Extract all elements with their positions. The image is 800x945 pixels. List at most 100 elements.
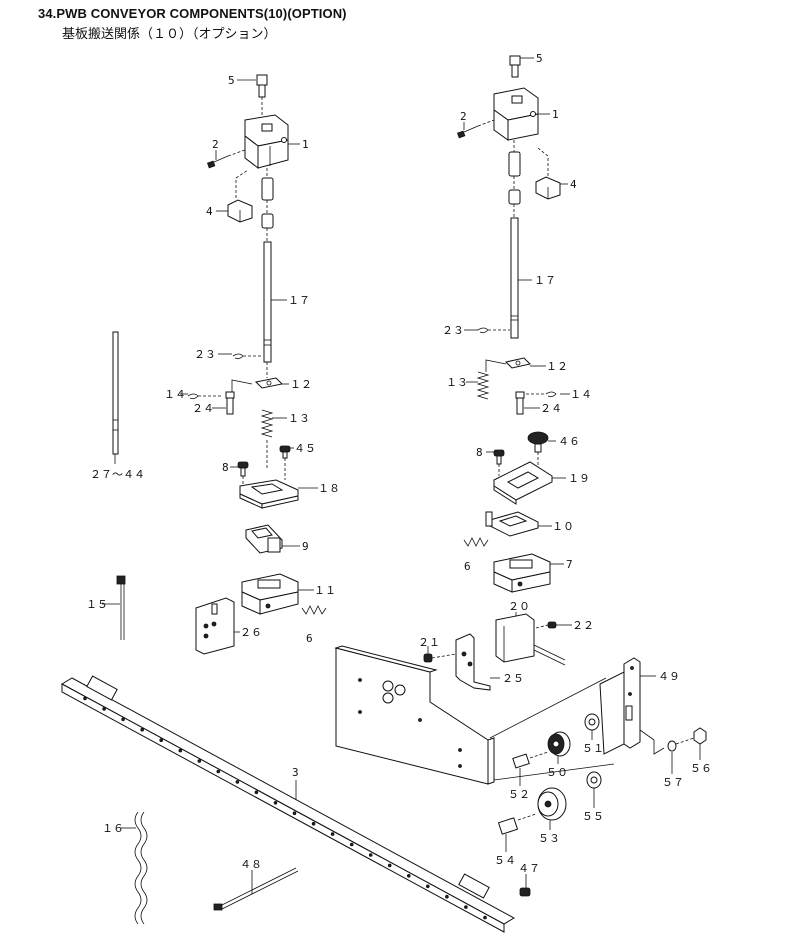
roller-53 [537, 787, 567, 821]
callout-r20: ２０ [508, 600, 530, 613]
rail-hole [387, 863, 392, 868]
left-washer-12 [231, 377, 284, 392]
pulley-50 [547, 731, 571, 757]
frame-leader-line-2 [493, 763, 615, 781]
callout-l15: １５ [86, 598, 108, 611]
callout-r23: ２３ [442, 324, 464, 337]
right-plate-25 [455, 633, 491, 691]
spiral-tube-16 [134, 811, 148, 925]
rail-holes [83, 696, 487, 920]
rail-hole [254, 790, 259, 795]
left-assembly [112, 74, 327, 655]
callout-r50: ５０ [546, 766, 568, 779]
left-bracket-4 [227, 169, 253, 223]
callout-b16: １６ [102, 822, 124, 835]
left-spring-6 [301, 605, 327, 615]
right-block-7 [493, 553, 551, 593]
left-sleeve-upper [261, 177, 274, 201]
rail-hole [83, 696, 87, 701]
right-screw-2 [456, 119, 495, 139]
callout-r25: ２５ [502, 672, 524, 685]
callout-r10: １０ [552, 520, 574, 533]
left-pin-24 [225, 391, 235, 415]
left-screw-8 [237, 461, 249, 490]
left-screw-2 [206, 149, 246, 169]
callout-r14: １４ [570, 388, 592, 401]
right-bracket-4 [535, 147, 561, 200]
callout-l17: １７ [288, 294, 310, 307]
rail-hole [235, 780, 240, 784]
callout-r55: ５５ [582, 810, 604, 823]
callout-r5: 5 [536, 52, 543, 65]
left-shaft-27-44 [112, 331, 119, 455]
rail-hole [330, 832, 335, 836]
rail-hole [425, 884, 430, 889]
left-bolt-5 [256, 74, 268, 118]
rail-hole [483, 915, 487, 920]
callout-r24: ２４ [540, 402, 562, 415]
right-sleeve-lower [508, 189, 521, 205]
bracket-leader [639, 729, 665, 755]
right-block-1 [493, 87, 539, 141]
callout-l9: 9 [302, 540, 309, 553]
left-screw-45 [279, 445, 291, 480]
rail-hole [406, 873, 411, 878]
rail-hole [121, 717, 125, 722]
right-shaft-17 [510, 217, 519, 339]
callout-labels: 5 2 1 4 １７ ２３ １２ １４ ２４ １３ 8 ４５ １８ [86, 52, 712, 894]
cable-tie-48 [213, 867, 299, 911]
rail-hole [292, 811, 297, 815]
right-spring-13 [476, 371, 490, 400]
rail-3 [60, 675, 516, 933]
callout-r8: 8 [476, 446, 483, 459]
callout-l1: 1 [302, 138, 309, 151]
callout-b3: 3 [292, 766, 299, 779]
right-bolt-5 [509, 55, 521, 78]
callout-r4: 4 [570, 178, 577, 191]
rail-hole [311, 821, 316, 826]
right-sleeve-upper [508, 151, 521, 177]
left-bracket-9 [245, 524, 283, 554]
callout-l5: 5 [228, 74, 235, 87]
right-pin-24 [515, 391, 525, 415]
callout-r17: １７ [534, 274, 556, 287]
left-plate-26 [195, 597, 235, 655]
left-cable-tie-15 [116, 575, 126, 640]
left-sleeve-lower [261, 213, 274, 229]
callout-l23: ２３ [194, 348, 216, 361]
left-spring-13 [260, 409, 274, 438]
bolt-52 [512, 751, 549, 769]
callout-r51: ５１ [582, 742, 604, 755]
callout-r47: ４７ [518, 862, 540, 875]
callout-r57: ５７ [662, 776, 684, 789]
screw-47 [519, 887, 531, 897]
rail-hole [273, 800, 278, 805]
collar-51 [584, 713, 600, 731]
collar-55 [586, 771, 602, 789]
callout-r12: １２ [546, 360, 568, 373]
callout-r6: 6 [464, 560, 471, 573]
right-plate-19 [493, 461, 553, 505]
rail-hole [140, 727, 145, 732]
callout-l2: 2 [212, 138, 219, 151]
rail-hole [197, 759, 202, 763]
callout-r13: １３ [446, 376, 468, 389]
bracket-49 [599, 657, 641, 755]
callout-r46: ４６ [558, 435, 580, 448]
right-eclip-14 [545, 391, 557, 398]
right-screw-21 [423, 653, 457, 663]
right-sensor-20 [495, 613, 566, 666]
callout-r19: １９ [568, 472, 590, 485]
callout-r1: 1 [552, 108, 559, 121]
callout-l4: 4 [206, 205, 213, 218]
rail-hole [178, 748, 183, 753]
callout-b48: ４８ [240, 858, 262, 871]
rail-hole [445, 894, 449, 899]
rail-hole [368, 853, 373, 857]
callout-r2: 2 [460, 110, 467, 123]
right-screw-8 [493, 449, 505, 476]
right-assembly [423, 55, 566, 691]
callout-r53: ５３ [538, 832, 560, 845]
